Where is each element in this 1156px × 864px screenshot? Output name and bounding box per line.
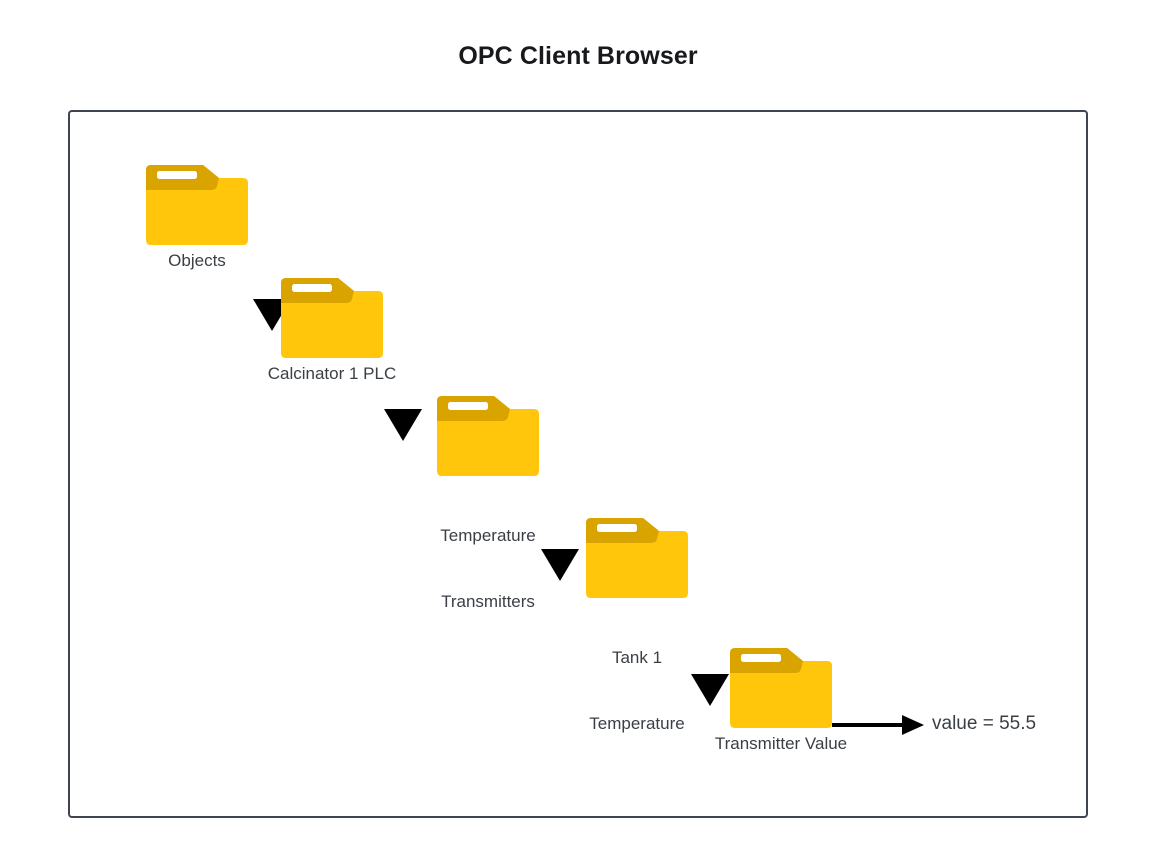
folder-icon <box>437 396 539 476</box>
folder-icon <box>281 278 383 358</box>
tree-node-label-objects: Objects <box>168 251 226 270</box>
tree-node-calcinator-1-plc[interactable]: Calcinator 1 PLC <box>268 275 396 383</box>
label-line-1: Tank 1 <box>611 648 663 667</box>
tree-node-label-transmitter-value: Transmitter Value <box>714 734 848 753</box>
tree-node-transmitter-value[interactable]: Transmitter Value <box>715 645 847 753</box>
label-line-1: Temperature <box>440 526 536 545</box>
folder-icon <box>586 518 688 598</box>
tree-node-temperature-transmitters[interactable]: Temperature Transmitters <box>434 393 542 611</box>
down-triangle-icon-2 <box>384 409 422 441</box>
right-arrow-icon <box>832 715 924 735</box>
value-readout-text: value = 55.5 <box>932 713 1037 734</box>
tree-node-label-tank-1-temperature: Tank 1 Temperature <box>557 603 717 779</box>
label-line-2: Temperature <box>589 714 685 733</box>
down-triangle-icon-3 <box>541 549 579 581</box>
folder-icon <box>146 165 248 245</box>
tree-node-objects[interactable]: Objects <box>143 162 251 270</box>
diagram-container: Objects Calcinator 1 PLC Temperature Tra… <box>68 110 1088 818</box>
tree-node-label-temperature-transmitters: Temperature Transmitters <box>408 481 568 657</box>
tree-node-tank-1-temperature[interactable]: Tank 1 Temperature <box>583 515 691 733</box>
page-title: OPC Client Browser <box>458 42 698 70</box>
label-line-2: Transmitters <box>441 592 535 611</box>
tree-node-label-calcinator-1-plc: Calcinator 1 PLC <box>267 364 397 383</box>
folder-icon <box>730 648 832 728</box>
down-triangle-icon-4 <box>691 674 729 706</box>
